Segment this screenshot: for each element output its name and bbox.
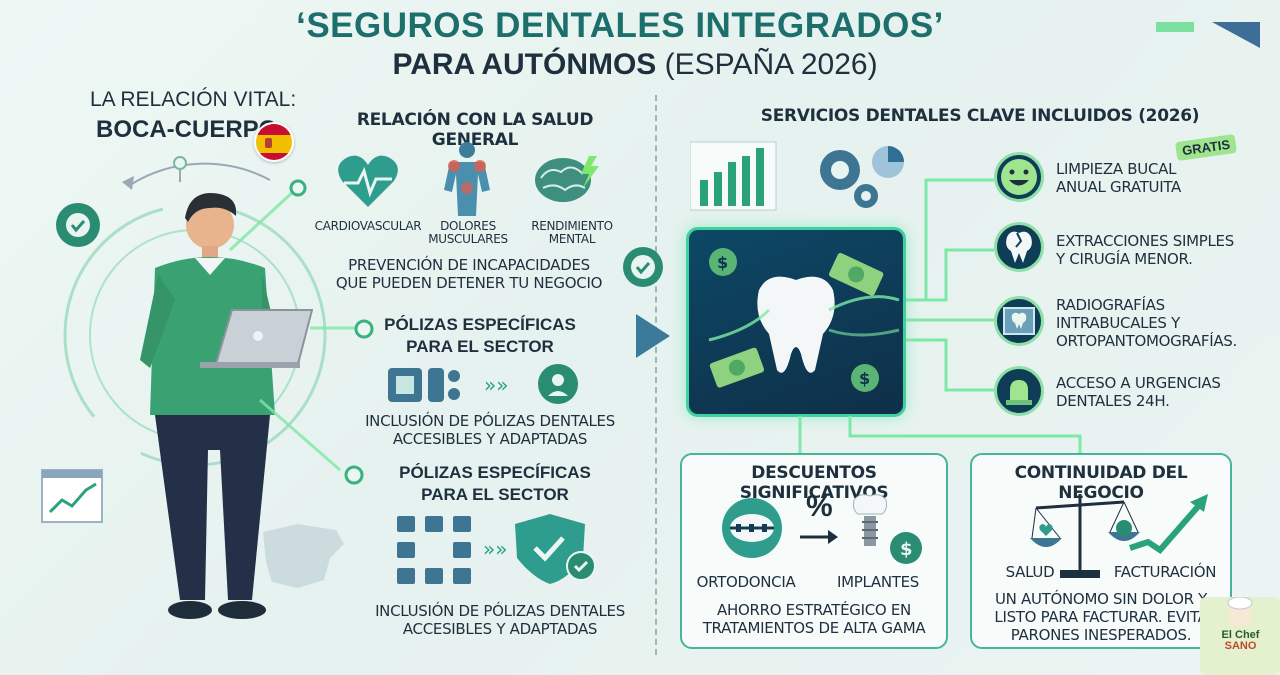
services-heading: SERVICIOS DENTALES CLAVE INCLUIDOS (2026… — [760, 106, 1200, 126]
svg-text:$: $ — [717, 253, 728, 272]
brain-icon — [530, 150, 602, 210]
implant-icon: $ — [850, 492, 926, 573]
continuity-text: UN AUTÓNOMO SIN DOLOR Y LISTO PARA FACTU… — [994, 590, 1208, 644]
panel-connectors — [790, 416, 1090, 465]
emergency-light-icon — [994, 366, 1044, 416]
svg-text:$: $ — [900, 539, 913, 560]
health-item-label: DOLORES MUSCULARES — [428, 219, 508, 246]
policies1-heading: PÓLIZAS ESPECÍFICAS PARA EL SECTOR — [384, 315, 576, 356]
service-connectors — [906, 160, 996, 445]
implants-label: IMPLANTES — [836, 573, 920, 591]
xray-icon — [994, 296, 1044, 346]
arrow-right-icon — [636, 306, 682, 371]
policies2-bullet-icon — [343, 464, 365, 491]
arrow-right-icon — [800, 528, 840, 551]
orthodontics-label: ORTODONCIA — [696, 573, 796, 591]
page-title: ‘SEGUROS DENTALES INTEGRADOS’ — [296, 6, 944, 45]
subtitle-bold: PARA AUTÓNMOS — [392, 48, 657, 81]
person-illustration — [30, 150, 360, 655]
logo-line1: El Chef — [1221, 629, 1260, 641]
broken-tooth-icon — [994, 222, 1044, 272]
vital-heading: BOCA-CUERPO — [96, 116, 278, 143]
tooth-money-illustration: $ $ — [686, 227, 906, 417]
svg-text:»»: »» — [483, 537, 507, 561]
vital-label: LA RELACIÓN VITAL: — [90, 88, 297, 111]
analytics-icon — [689, 138, 910, 219]
percent-label: % — [806, 490, 833, 523]
discounts-text: AHORRO ESTRATÉGICO EN TRATAMIENTOS DE AL… — [702, 601, 926, 637]
continuity-panel — [970, 453, 1232, 649]
puzzle-process-icon: »» — [388, 362, 588, 413]
decor-top-right — [1156, 22, 1266, 57]
service-text: RADIOGRAFÍAS INTRABUCALES Y ORTOPANTOMOG… — [1056, 296, 1237, 350]
section-divider — [655, 95, 657, 655]
health-heading: RELACIÓN CON LA SALUD GENERAL — [356, 110, 594, 150]
billing-label: FACTURACIÓN — [1113, 563, 1217, 581]
policies2-text: INCLUSIÓN DE PÓLIZAS DENTALES ACCESIBLES… — [375, 602, 625, 638]
spain-flag-icon — [254, 122, 294, 162]
balance-scale-icon — [1030, 492, 1210, 587]
health-label: SALUD — [1005, 563, 1055, 581]
flowchart-shield-icon: »» — [395, 512, 605, 591]
page-subtitle: PARA AUTÓNMOS (ESPAÑA 2026) — [0, 48, 1270, 82]
spain-map-icon — [258, 522, 348, 597]
health-item-label: RENDIMIENTO MENTAL — [531, 219, 613, 246]
policies1-bullet-icon — [353, 318, 375, 345]
logo-line2: SANO — [1224, 640, 1257, 652]
svg-text:»»: »» — [484, 373, 508, 397]
health-item-label: CARDIOVASCULAR — [314, 219, 422, 233]
service-text: ACCESO A URGENCIAS DENTALES 24H. — [1056, 374, 1221, 410]
smile-icon — [994, 152, 1044, 202]
service-text: EXTRACCIONES SIMPLES Y CIRUGÍA MENOR. — [1056, 232, 1234, 268]
heart-pulse-icon — [333, 150, 403, 214]
logo-text: El Chef SANO — [1213, 630, 1268, 652]
policies1-text: INCLUSIÓN DE PÓLIZAS DENTALES ACCESIBLES… — [365, 412, 615, 448]
svg-text:$: $ — [859, 369, 870, 388]
gear-check-icon — [618, 242, 668, 297]
discounts-heading: DESCUENTOS SIGNIFICATIVOS — [739, 463, 889, 503]
muscle-body-icon — [436, 140, 498, 218]
free-badge: GRATIS — [1174, 133, 1238, 162]
brand-logo — [1200, 596, 1280, 675]
braces-icon — [714, 496, 790, 565]
service-text: LIMPIEZA BUCAL ANUAL GRATUITA — [1056, 160, 1182, 196]
policies2-heading: PÓLIZAS ESPECÍFICAS PARA EL SECTOR — [399, 463, 591, 504]
health-text: PREVENCIÓN DE INCAPACIDADES QUE PUEDEN D… — [335, 256, 603, 292]
subtitle-light: (ESPAÑA 2026) — [664, 48, 878, 81]
